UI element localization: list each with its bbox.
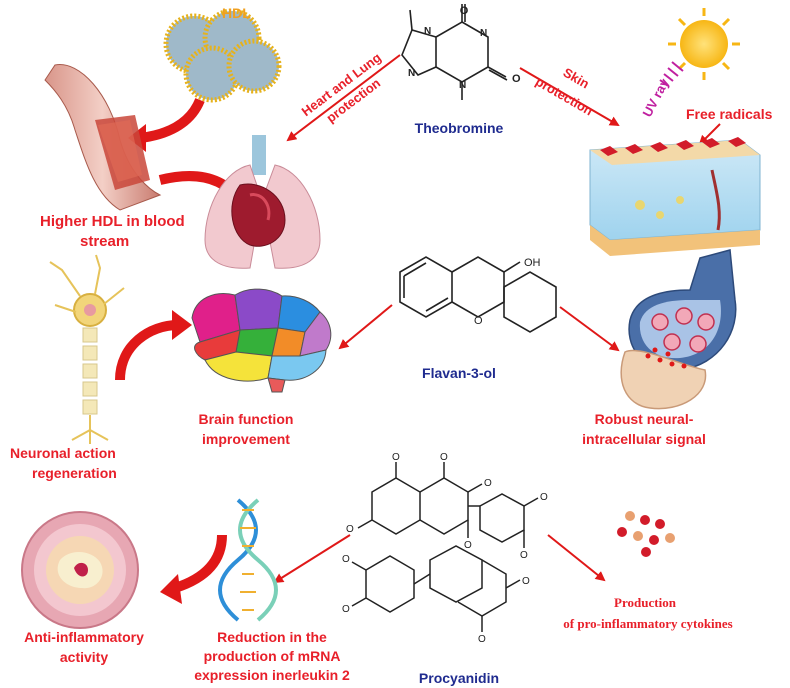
neuronal-label-line1: Neuronal action <box>10 445 116 461</box>
mrna-label-line2: production of mRNA <box>204 648 341 664</box>
artery-cross-section-illustration <box>21 511 139 629</box>
mrna-label-line3: expression inerleukin 2 <box>194 667 350 683</box>
hdl-blood-label-line1: Higher HDL in blood <box>40 213 185 230</box>
procyanidin-o-7: O <box>464 540 472 551</box>
procyanidin-o-1: O <box>392 452 400 463</box>
brain-label-line1: Brain function <box>199 411 294 427</box>
flavanol-label: Flavan-3-ol <box>422 365 496 381</box>
anti-inflammatory-label-line1: Anti-inflammatory <box>24 629 144 645</box>
hdl-blood-label-line2: stream <box>80 233 129 250</box>
dna-to-artery-arrow <box>173 534 227 593</box>
skin-layers-illustration <box>589 137 761 256</box>
procyanidin-structure <box>351 462 539 632</box>
neural-label-line2: intracellular signal <box>582 431 706 447</box>
uv-ray-label: UV ray <box>639 75 672 119</box>
theobromine-nitrogen-1: N <box>480 28 487 39</box>
procyanidin-o-4: O <box>346 524 354 535</box>
hdl-particles-illustration <box>163 8 282 103</box>
dna-to-artery-arrowhead <box>160 574 182 604</box>
procyanidin-atom-labels: O O O O O O O O O O O <box>342 452 548 645</box>
procyanidin-o-8: O <box>342 554 350 565</box>
heart-lungs-illustration <box>204 135 321 269</box>
flavanol-to-neural-arrow <box>559 306 620 352</box>
brain-label-line2: improvement <box>202 431 290 447</box>
neuron-to-brain-arrowhead <box>172 310 192 340</box>
cytokine-label-line2: of pro-inflammatory cytokines <box>563 616 732 631</box>
free-radicals-label: Free radicals <box>686 106 773 122</box>
synapse-illustration <box>620 249 737 410</box>
blood-vessel-illustration <box>44 64 162 211</box>
dna-helix-illustration <box>218 498 278 622</box>
procyanidin-o-2: O <box>440 452 448 463</box>
flavan-3-ol-structure <box>399 256 557 333</box>
hdl-label: HDL <box>222 5 251 21</box>
procyanidin-o-9: O <box>342 604 350 615</box>
cytokine-label-line1: Production <box>614 595 677 610</box>
neuronal-label-line2: regeneration <box>32 465 117 481</box>
free-radicals-arrow <box>698 123 721 146</box>
procyanidin-o-3: O <box>484 478 492 489</box>
sun-icon <box>668 8 740 80</box>
neuron-to-brain-arrow <box>115 320 179 381</box>
theobromine-oxygen-top: O <box>460 5 469 17</box>
flavanol-oh-label: OH <box>524 257 541 269</box>
procyanidin-o-10: O <box>522 576 530 587</box>
anti-inflammatory-label-line2: activity <box>60 649 108 665</box>
procyanidin-to-cytokine-arrow <box>547 534 606 582</box>
theobromine-to-heart-arrow <box>286 54 401 142</box>
theobromine-oxygen-right: O <box>512 73 521 85</box>
procyanidin-o-6: O <box>520 550 528 561</box>
cytokine-particles-illustration <box>617 511 675 557</box>
theobromine-label: Theobromine <box>415 120 504 136</box>
brain-illustration <box>191 288 332 393</box>
mrna-label-line1: Reduction in the <box>217 629 327 645</box>
flavanol-to-brain-arrow <box>338 304 393 350</box>
neural-label-line1: Robust neural- <box>595 411 694 427</box>
theobromine-structure <box>401 4 508 100</box>
procyanidin-to-mrna-arrow <box>273 534 351 584</box>
theobromine-nitrogen-3: N <box>459 80 466 91</box>
theobromine-nitrogen-9: N <box>408 68 415 79</box>
theobromine-to-skin-arrow <box>519 67 620 127</box>
hdl-to-vessel-arrow <box>139 97 205 143</box>
neuron-illustration <box>49 254 125 444</box>
uv-ray-lines <box>659 61 684 87</box>
procyanidin-o-11: O <box>478 634 486 645</box>
flavanol-ring-oxygen: O <box>474 315 483 327</box>
theobromine-nitrogen-7: N <box>424 26 431 37</box>
procyanidin-label: Procyanidin <box>419 670 499 686</box>
procyanidin-o-5: O <box>540 492 548 503</box>
